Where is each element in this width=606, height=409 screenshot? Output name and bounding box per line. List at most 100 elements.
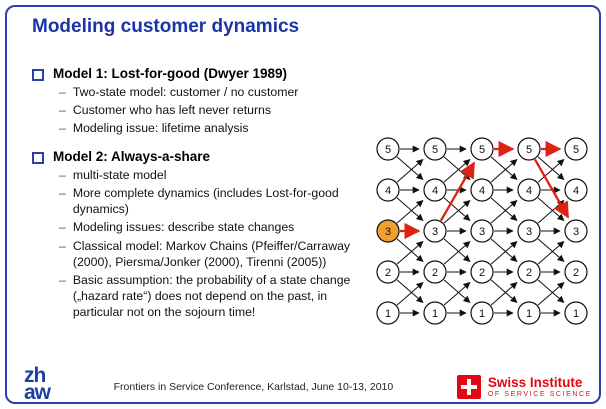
bullet-item: –Customer who has left never returns [59, 102, 380, 118]
state-node [376, 178, 400, 202]
transition-arrow [443, 241, 471, 265]
transition-arrow [443, 279, 471, 303]
transition-arrow [490, 197, 518, 221]
zhaw-logo-line1: zh [24, 363, 46, 387]
transition-arrow [537, 156, 565, 180]
bullet-text: Two-state model: customer / no customer [72, 85, 299, 99]
state-node-label: 4 [432, 185, 438, 197]
state-node [376, 137, 400, 161]
dash-bullet-icon: – [59, 103, 66, 118]
zhaw-logo-line2: aw [24, 380, 51, 404]
dash-bullet-icon: – [59, 238, 66, 253]
transition-arrow [443, 282, 471, 306]
state-node [423, 219, 447, 243]
state-node [376, 260, 400, 284]
transition-arrow [537, 241, 565, 265]
page-title: Modeling customer dynamics [32, 16, 300, 37]
state-node [470, 137, 494, 161]
state-node-label: 2 [385, 267, 391, 279]
square-bullet-icon [32, 151, 44, 164]
section-model1: Model 1: Lost-for-good (Dwyer 1989) [32, 66, 380, 81]
state-node-label: 4 [385, 185, 391, 197]
slide-footer: zh aw Frontiers in Service Conference, K… [24, 363, 592, 404]
state-node [564, 301, 588, 325]
bullet-text: Basic assumption: the probability of a s… [72, 272, 351, 320]
institute-subtitle: OF SERVICE SCIENCE [487, 390, 592, 398]
transition-arrow [396, 200, 424, 224]
dash-bullet-icon: – [59, 167, 66, 182]
red-transition-arrow [533, 158, 570, 219]
state-node [517, 260, 541, 284]
swiss-flag-icon [456, 375, 481, 399]
state-node [470, 260, 494, 284]
state-node-label: 5 [573, 144, 579, 156]
state-node [423, 178, 447, 202]
transition-arrow [396, 241, 424, 265]
bullet-text: Modeling issue: lifetime analysis [72, 121, 249, 136]
transition-arrow [490, 282, 518, 306]
state-node-label: 3 [573, 226, 579, 238]
model1-items: –Two-state model: customer / no customer… [59, 84, 380, 137]
transition-arrow [443, 238, 471, 262]
state-node [564, 219, 588, 243]
institute-name: Swiss Institute [487, 375, 583, 391]
transition-arrow [443, 197, 471, 221]
state-node [564, 137, 588, 161]
state-node-label: 1 [479, 308, 485, 320]
dash-bullet-icon: – [59, 220, 66, 235]
square-bullet-icon [32, 69, 44, 81]
state-node [470, 178, 494, 202]
state-node-label: 2 [573, 267, 579, 279]
transition-arrow [396, 282, 424, 306]
state-node-label: 1 [573, 308, 579, 320]
section-heading: Model 1: Lost-for-good (Dwyer 1989) [53, 66, 288, 81]
highlighted-state-node [376, 219, 400, 243]
model2-items: –multi-state model –More complete dynami… [59, 167, 380, 321]
state-node [423, 137, 447, 161]
state-node-label: 1 [385, 308, 391, 320]
bullet-text: multi-state model [72, 167, 167, 182]
bullet-text: More complete dynamics (includes Lost-fo… [72, 185, 339, 217]
transition-arrow [396, 279, 424, 303]
state-node [423, 301, 447, 325]
transition-arrow [490, 279, 518, 303]
transition-arrow [396, 159, 424, 183]
state-node-label: 2 [526, 267, 532, 279]
transition-arrow [490, 156, 518, 180]
swiss-institute-logo: Swiss Institute OF SERVICE SCIENCE [456, 375, 592, 399]
conference-caption: Frontiers in Service Conference, Karlsta… [113, 381, 394, 393]
bullet-item: –More complete dynamics (includes Lost-f… [59, 185, 380, 217]
state-node-label: 5 [479, 144, 485, 156]
bullet-item: –Modeling issues: describe state changes [59, 219, 380, 235]
state-node [470, 219, 494, 243]
bullet-item: –Basic assumption: the probability of a … [59, 272, 380, 321]
dash-bullet-icon: – [59, 272, 66, 287]
transition-arrow [396, 156, 424, 180]
transition-arrow [396, 238, 424, 262]
state-node-label: 2 [432, 267, 438, 279]
state-node-label: 3 [432, 226, 438, 238]
state-node [564, 260, 588, 284]
dash-bullet-icon: – [59, 121, 66, 136]
state-node-label: 1 [526, 308, 532, 320]
transition-arrow [490, 238, 518, 262]
transition-arrow [537, 279, 565, 303]
bullet-text: Customer who has left never returns [72, 103, 272, 118]
state-node-label: 3 [385, 226, 391, 238]
state-node-label: 5 [432, 144, 438, 156]
state-node [517, 178, 541, 202]
slide-body-text: Model 1: Lost-for-good (Dwyer 1989) –Two… [32, 56, 380, 333]
zhaw-logo: zh aw [24, 363, 51, 404]
transition-arrow [443, 200, 471, 224]
state-node-label: 1 [432, 308, 438, 320]
state-node [517, 137, 541, 161]
state-node-label: 2 [479, 267, 485, 279]
state-node [470, 301, 494, 325]
state-node [517, 219, 541, 243]
transition-arrow [537, 282, 565, 306]
dash-bullet-icon: – [59, 85, 66, 99]
bullet-item: –Two-state model: customer / no customer [59, 84, 380, 100]
bullet-text: Modeling issues: describe state changes [72, 220, 295, 235]
